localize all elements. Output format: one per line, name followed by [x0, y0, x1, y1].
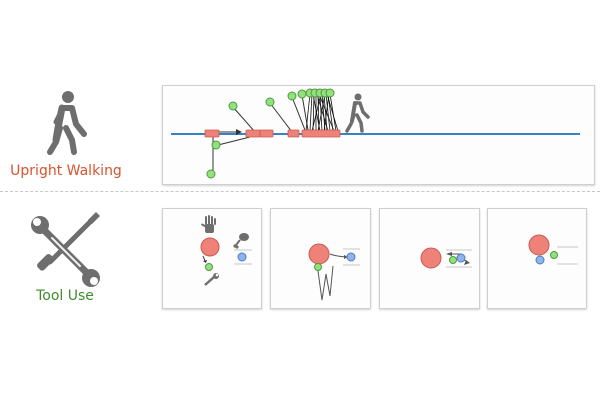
timeline-walking-person-icon [345, 93, 370, 133]
zigzag-path [317, 265, 334, 301]
timeline-connectors [212, 94, 309, 172]
tool-panel-1-diagram [200, 215, 252, 286]
tool-panel-2-diagram [308, 243, 360, 301]
tool-use-label: Tool Use [36, 288, 94, 304]
section-divider [0, 191, 600, 192]
dense-connector-fan [305, 93, 339, 132]
timeline-green-nodes [206, 88, 335, 179]
hand-icon [201, 215, 216, 233]
drumstick-icon [233, 233, 249, 249]
upright-walking-label: Upright Walking [10, 163, 122, 179]
tool-panel-3-diagram [420, 247, 472, 269]
arrow-head [236, 129, 242, 135]
timeline-segments [204, 129, 341, 138]
wrench-icon [204, 273, 219, 286]
tool-panel-4-diagram [528, 234, 578, 265]
